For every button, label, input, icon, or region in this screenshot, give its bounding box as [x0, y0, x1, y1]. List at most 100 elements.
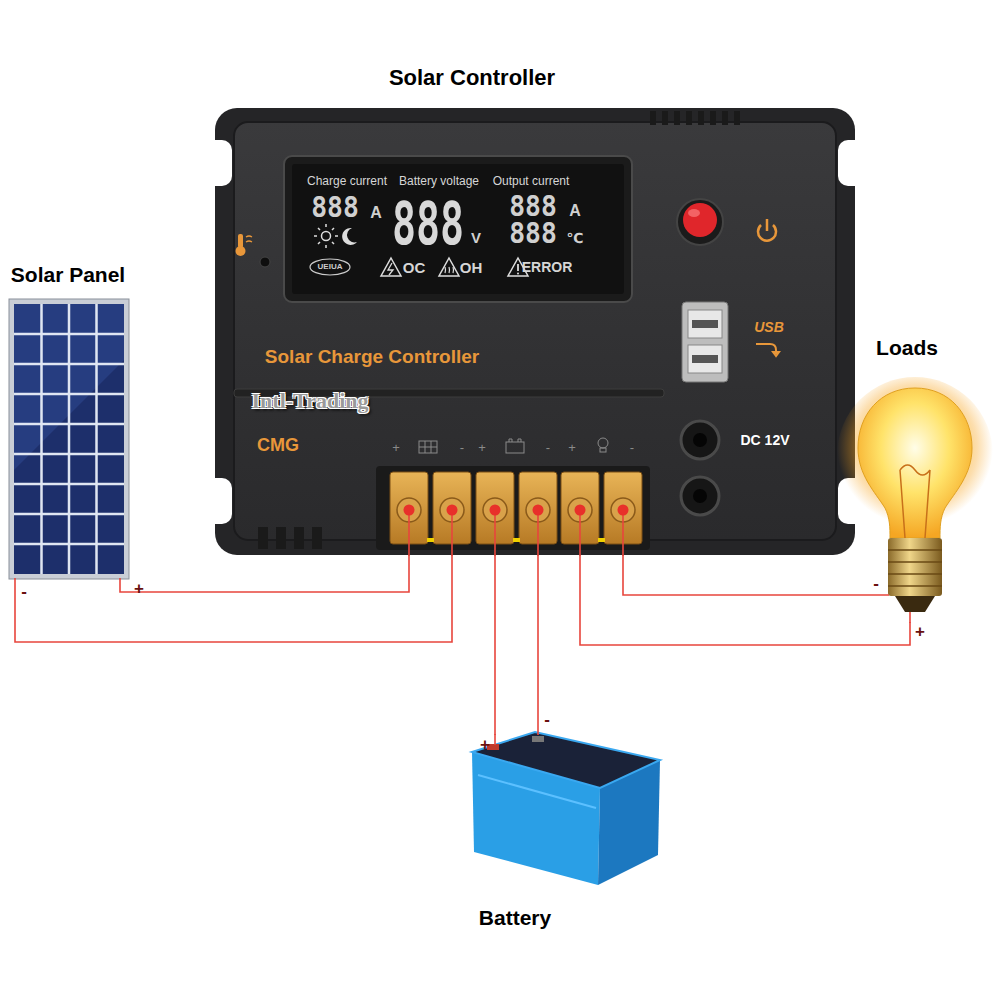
solar-panel-node: Solar Panel — [10, 300, 128, 578]
power-button — [683, 203, 717, 237]
unit-symbol: ℃ — [567, 231, 584, 245]
dc-jack — [681, 421, 719, 459]
lcd-bezel — [284, 156, 632, 302]
bulb-icon — [598, 438, 608, 448]
terminal-sign: - — [460, 441, 464, 454]
product-name: Solar Charge Controller — [265, 347, 479, 366]
node-heading: Battery — [479, 906, 551, 930]
bulb-filament — [900, 465, 930, 538]
sun-rays — [314, 224, 338, 248]
polarity-sign: - — [21, 583, 27, 600]
vent-slot — [276, 527, 286, 549]
terminal-housings — [390, 472, 642, 544]
panel-grid — [14, 304, 124, 574]
lcd-digits: 888 — [392, 195, 464, 253]
mounting-notch — [204, 140, 232, 186]
lcd-caption: Battery voltage — [399, 175, 479, 187]
battery-top — [472, 732, 660, 788]
usb-port — [688, 310, 722, 338]
wire-end — [618, 505, 629, 516]
load-node: Loads — [845, 372, 990, 622]
wire — [15, 555, 452, 642]
wire-end — [533, 505, 544, 516]
node-heading: Loads — [876, 336, 938, 360]
polarity-sign: - — [873, 575, 879, 592]
wire-stub — [494, 734, 496, 745]
terminal-sign: + — [392, 441, 400, 454]
terminal-mark — [598, 538, 605, 542]
terminal-mark — [427, 538, 434, 542]
mounting-notch — [204, 478, 232, 524]
lcd-caption: Charge current — [307, 175, 387, 187]
node-heading: Solar Panel — [11, 263, 125, 287]
status-indicator: OC — [403, 260, 426, 275]
terminal-block — [376, 466, 650, 550]
unit-symbol: A — [569, 203, 581, 219]
battery-node: Battery — [470, 735, 660, 885]
bulb-glass — [858, 388, 972, 538]
usb-tongue — [692, 355, 718, 363]
wire-stub — [409, 510, 623, 556]
lcd-screen — [292, 164, 624, 294]
wire-stubs — [409, 510, 623, 556]
vent-slot — [662, 111, 668, 125]
vent-slot — [698, 111, 704, 125]
controller-body — [204, 108, 866, 556]
usb-housing — [682, 302, 728, 382]
wire — [580, 555, 910, 645]
wire-end — [575, 505, 586, 516]
lcd-digits: 888 — [509, 193, 557, 221]
panel-frame — [9, 299, 129, 579]
lightning-mark — [388, 263, 393, 275]
status-indicator: OH — [460, 260, 483, 275]
bulb-tip — [895, 596, 935, 612]
bulb-threads — [888, 550, 942, 586]
wire — [494, 555, 496, 735]
terminal-mark — [513, 538, 520, 542]
polarity-sign: + — [915, 623, 925, 640]
dc-jack-hole — [693, 433, 707, 447]
bulb-icon-base — [600, 448, 606, 452]
usb-tongue — [692, 320, 718, 328]
wire-end — [447, 505, 458, 516]
terminal-sign: - — [630, 441, 634, 454]
wire-end — [404, 505, 415, 516]
wire-stub — [845, 595, 910, 623]
port-label: DC 12V — [740, 433, 789, 447]
node-heading: Solar Controller — [389, 65, 555, 91]
vent-slots — [258, 111, 740, 549]
dc-jack — [681, 477, 719, 515]
light-sensor — [260, 257, 270, 267]
brand-logo: UEIUA — [318, 263, 343, 271]
polarity-sign: + — [134, 580, 144, 597]
usb-port — [688, 345, 722, 373]
panel-icon-grid — [419, 441, 437, 453]
controller-shell — [215, 108, 855, 555]
heat-mark — [445, 267, 454, 273]
lcd-caption: Output current — [493, 175, 570, 187]
bulb-drawing — [837, 377, 993, 623]
panel-cells — [14, 304, 124, 574]
vent-slot — [258, 527, 268, 549]
button-highlight — [688, 209, 700, 217]
sun-icon — [322, 232, 331, 241]
vent-slot — [674, 111, 680, 125]
port-label: USB — [754, 320, 784, 334]
status-indicator: ERROR — [522, 260, 573, 274]
vent-slot — [294, 527, 304, 549]
lcd-digits: 888 — [509, 220, 557, 248]
vent-slot — [710, 111, 716, 125]
thermometer-icon — [238, 234, 243, 248]
wire — [623, 555, 845, 595]
watermark: Intl-Trading — [252, 390, 369, 412]
wire-end — [490, 505, 501, 516]
exclamation-dot — [517, 273, 519, 275]
vent-slot — [734, 111, 740, 125]
battery-drawing — [472, 732, 660, 885]
vent-slot — [722, 111, 728, 125]
wire — [120, 555, 409, 592]
usb-cable-icon — [756, 344, 779, 356]
